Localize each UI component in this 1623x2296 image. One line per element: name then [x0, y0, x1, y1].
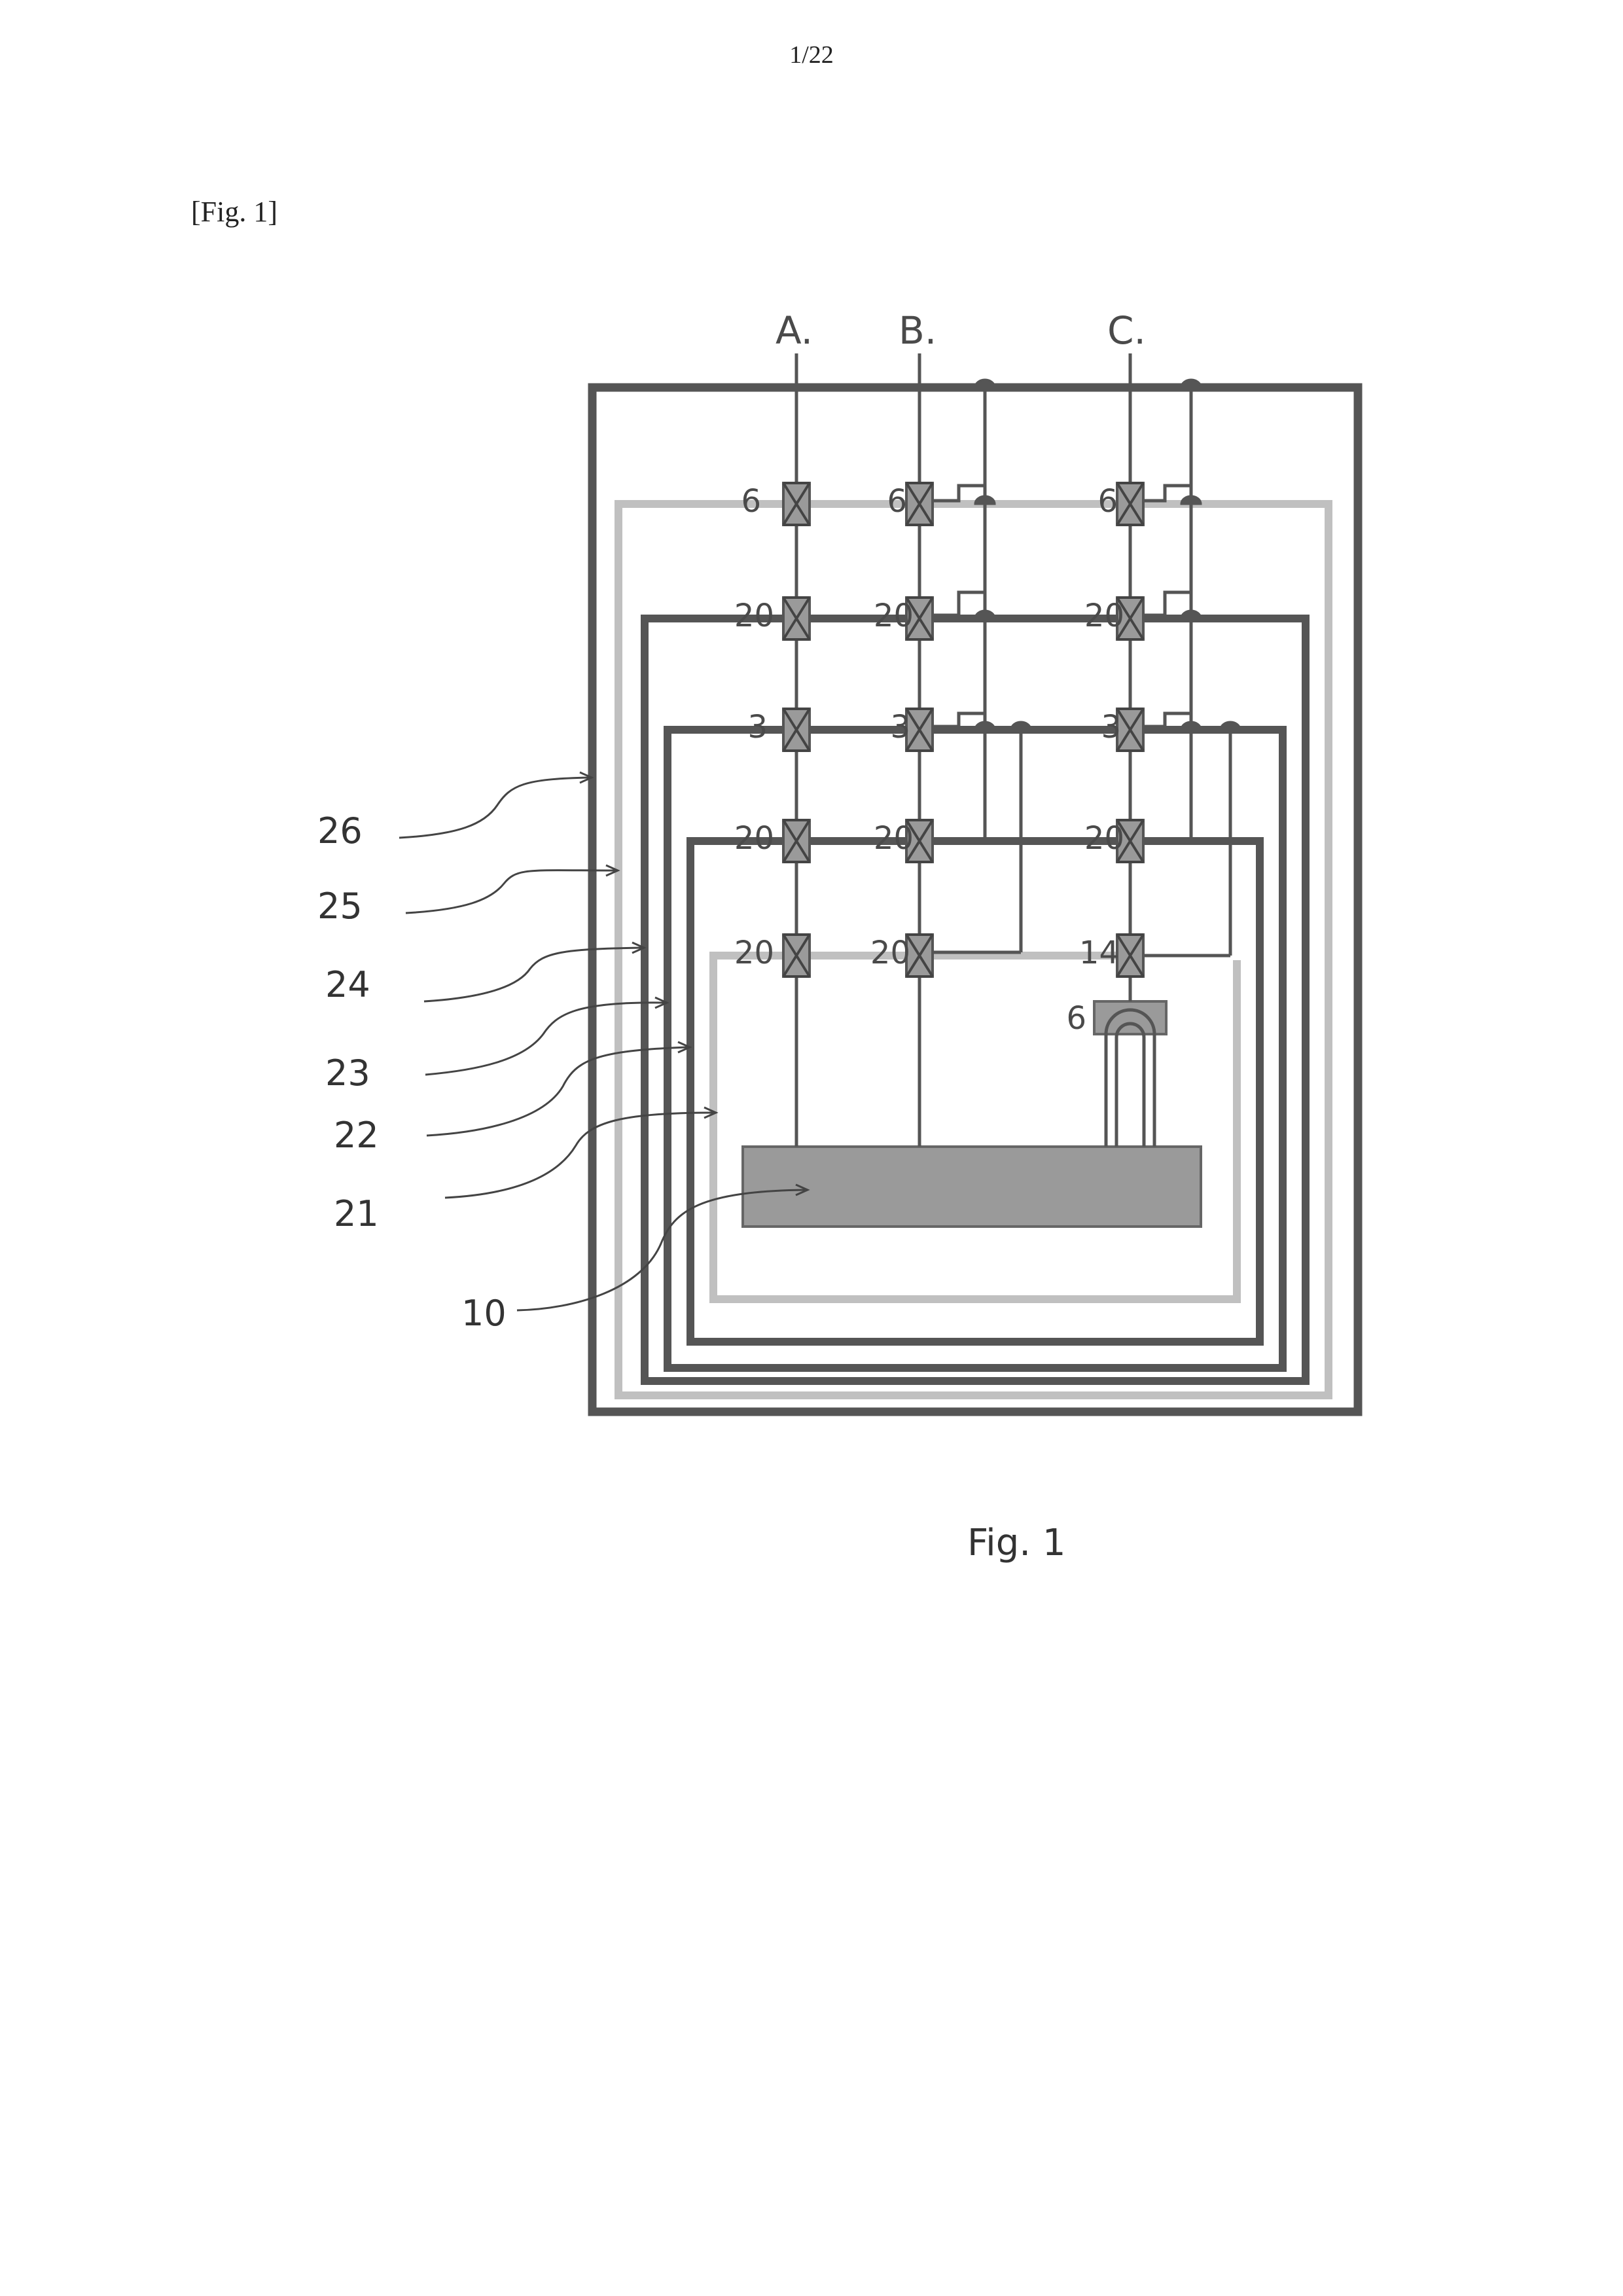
callout-26: 26: [317, 810, 363, 852]
switch-label-b-2: 20: [874, 598, 914, 634]
ring-26: [592, 387, 1358, 1412]
callout-21: 21: [334, 1193, 379, 1234]
switch-label-b-3: 3: [890, 709, 910, 745]
leader-23: [425, 1003, 664, 1075]
chip-10: [743, 1147, 1201, 1227]
switch-label-c-5: 14: [1079, 935, 1119, 971]
switch-label-a-2: 20: [734, 598, 774, 634]
callout-23: 23: [325, 1052, 370, 1094]
switch-label-a-5: 20: [734, 935, 774, 971]
switch-b-5: [906, 935, 933, 977]
ic-label: 6: [1066, 1000, 1086, 1037]
switch-b-3: [906, 709, 933, 751]
wiring: [919, 386, 1230, 956]
leader-24: [424, 948, 641, 1001]
column-label-c: C.: [1107, 308, 1146, 353]
switch-a-5: [783, 935, 810, 977]
column-label-b: B.: [899, 308, 936, 353]
switch-label-a-1: 6: [741, 483, 761, 520]
figure-caption: Fig. 1: [967, 1522, 1065, 1564]
ring-conductors: [592, 387, 1358, 1412]
switch-c-1: [1117, 483, 1143, 525]
switch-a-3: [783, 709, 810, 751]
switch-a-4: [783, 820, 810, 862]
callout-24: 24: [325, 964, 370, 1005]
switch-b-1: [906, 483, 933, 525]
switch-label-b-1: 6: [887, 483, 907, 520]
switch-c-3: [1117, 709, 1143, 751]
callout-25: 25: [317, 886, 363, 927]
leader-arrows: [399, 778, 805, 1310]
column-label-a: A.: [776, 308, 813, 353]
ic-6: [1094, 956, 1166, 1147]
switch-label-c-1: 6: [1097, 483, 1118, 520]
switch-a-1: [783, 483, 810, 525]
ring-22: [690, 841, 1260, 1342]
leader-21: [445, 1113, 713, 1198]
switch-a-2: [783, 598, 810, 639]
leader-25: [406, 870, 615, 913]
leader-26: [399, 778, 589, 838]
switch-label-c-2: 20: [1084, 598, 1124, 634]
switch-label-a-4: 20: [734, 820, 774, 857]
switch-c-5: [1117, 935, 1143, 977]
switch-label-a-3: 3: [747, 709, 768, 745]
crossover-bumps: [975, 380, 1240, 730]
switch-label-b-4: 20: [874, 820, 914, 857]
switch-label-c-4: 20: [1084, 820, 1124, 857]
switch-label-c-3: 3: [1101, 709, 1121, 745]
switch-label-b-5: 20: [870, 935, 910, 971]
callout-10: 10: [461, 1293, 507, 1334]
callout-22: 22: [334, 1115, 379, 1156]
ring-25: [618, 504, 1329, 1395]
